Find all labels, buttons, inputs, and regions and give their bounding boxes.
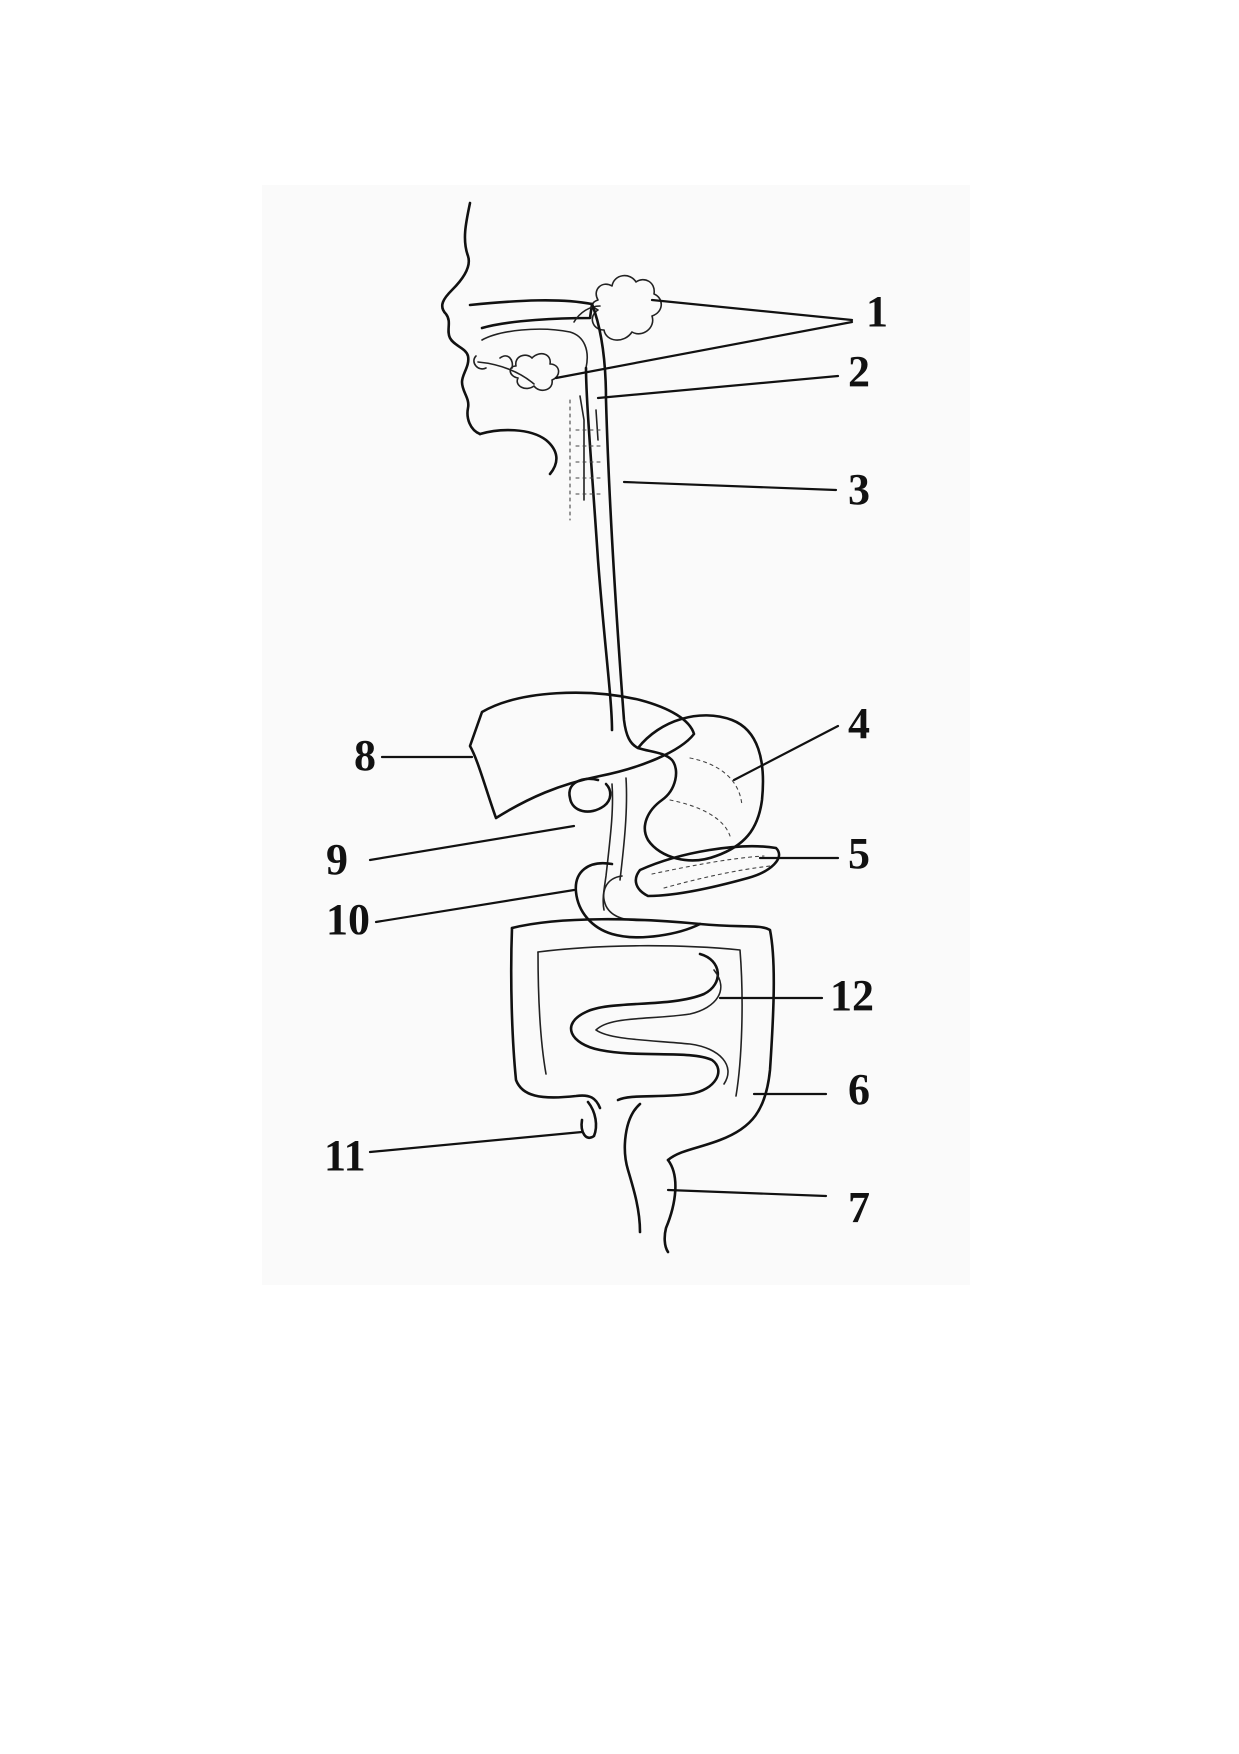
label-7: 7 xyxy=(848,1183,870,1232)
trachea xyxy=(569,395,601,521)
liver xyxy=(468,691,696,820)
label-3: 3 xyxy=(848,465,870,514)
face-profile xyxy=(440,201,558,476)
label-2: 2 xyxy=(848,347,870,396)
pancreas xyxy=(634,844,781,898)
leader-1-upper xyxy=(650,298,854,322)
leader-10 xyxy=(374,888,576,924)
label-6: 6 xyxy=(848,1065,870,1114)
leader-9 xyxy=(368,824,576,862)
label-5: 5 xyxy=(848,829,870,878)
leader-11 xyxy=(368,1130,584,1154)
label-4: 4 xyxy=(848,699,870,748)
label-8: 8 xyxy=(354,731,376,780)
label-1: 1 xyxy=(866,287,888,336)
leader-7 xyxy=(666,1188,828,1198)
rectum xyxy=(623,1102,677,1254)
label-12: 12 xyxy=(830,971,874,1020)
gallbladder xyxy=(568,777,612,813)
large-intestine xyxy=(509,917,776,1162)
bile-duct xyxy=(602,783,614,911)
label-10: 10 xyxy=(326,895,370,944)
small-intestine xyxy=(569,952,729,1102)
label-11: 11 xyxy=(324,1131,366,1180)
diagram-background xyxy=(262,185,970,1285)
salivary-glands xyxy=(473,274,663,392)
leader-4 xyxy=(732,724,840,782)
appendix xyxy=(580,1100,598,1140)
leader-1-lower xyxy=(554,320,854,380)
leader-3 xyxy=(622,480,838,492)
duodenum xyxy=(574,861,702,939)
leader-lines xyxy=(368,298,854,1198)
leader-2 xyxy=(596,374,840,400)
label-9: 9 xyxy=(326,835,348,884)
stomach xyxy=(636,714,765,862)
